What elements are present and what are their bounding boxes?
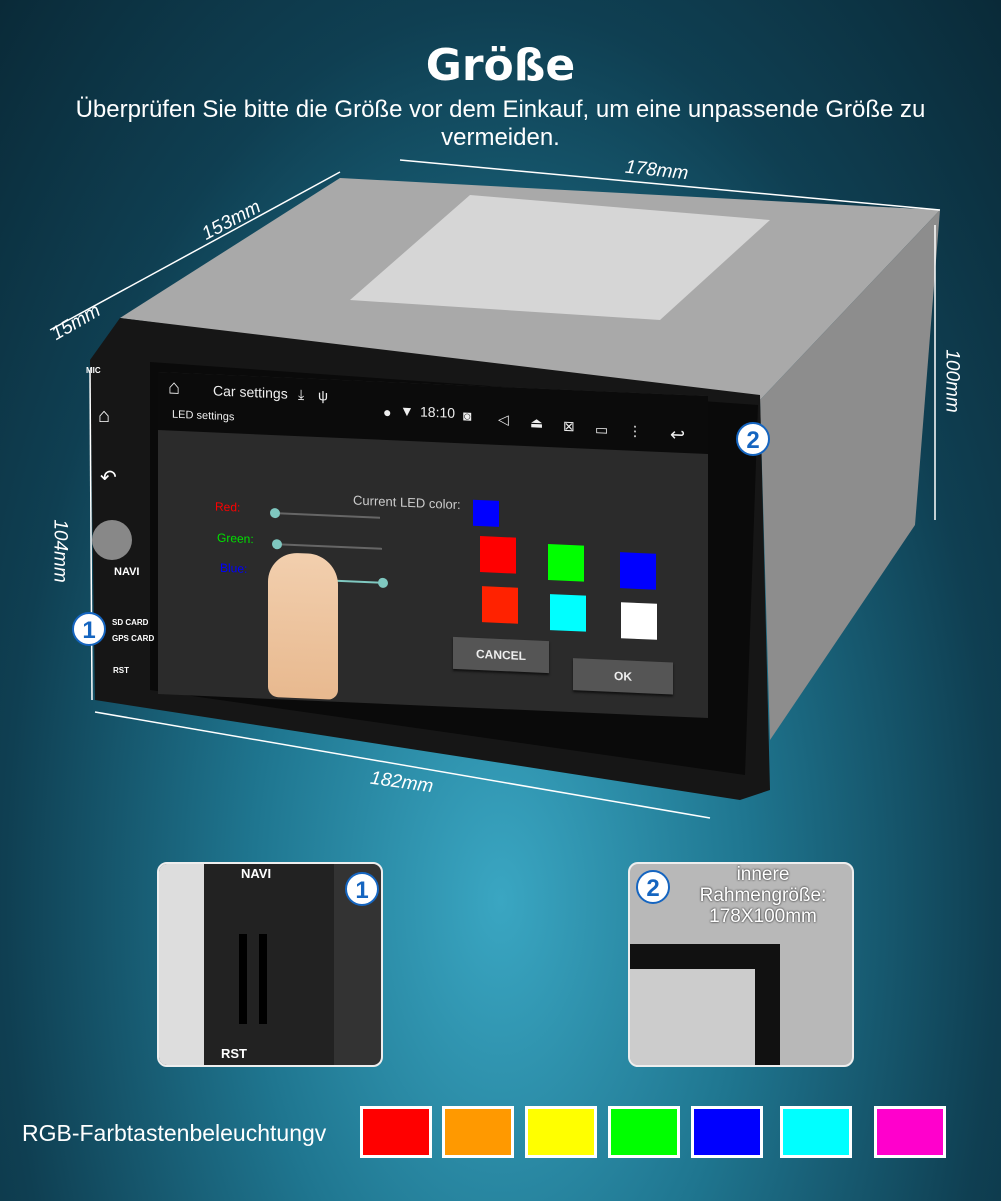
callout-1-badge: 1	[72, 612, 106, 646]
rgb-swatch-magenta	[874, 1106, 946, 1158]
rgb-swatch-red	[360, 1106, 432, 1158]
dim-height-front: 104mm	[49, 519, 71, 583]
blue-label: Blue:	[220, 560, 248, 576]
home-button[interactable]: ⌂	[98, 405, 111, 427]
camera-icon[interactable]: ◙	[463, 407, 472, 424]
green-label: Green:	[217, 530, 254, 547]
inset-2-badge: 2	[636, 870, 670, 904]
clock: 18:10	[420, 403, 456, 421]
page-heading: LED settings	[172, 408, 235, 424]
volume-icon[interactable]: ◁	[498, 410, 509, 428]
recent-apps-icon[interactable]: ▭	[595, 421, 609, 438]
inset-frame-text: innere Rahmengröße: 178X100mm	[699, 864, 827, 927]
rgb-swatch-yellow	[525, 1106, 597, 1158]
usb-icon: ψ	[318, 386, 328, 404]
green-slider-knob[interactable]	[272, 538, 282, 550]
callout-2-badge: 2	[736, 422, 770, 456]
green-slider[interactable]	[272, 538, 382, 550]
page-subtitle: Überprüfen Sie bitte die Größe vor dem E…	[75, 96, 926, 151]
page-title: Größe	[425, 40, 576, 91]
current-led-label: Current LED color:	[353, 492, 461, 513]
dim-height-side: 100mm	[941, 349, 963, 413]
rgb-swatch-orange	[442, 1106, 514, 1158]
ok-button[interactable]: OK	[573, 658, 673, 695]
sd-card-label: SD CARD	[112, 618, 149, 627]
location-icon: ●	[383, 403, 392, 421]
home-icon[interactable]: ⌂	[168, 376, 181, 399]
navi-button[interactable]: NAVI	[114, 566, 140, 578]
color-swatch-red[interactable]	[480, 536, 516, 574]
color-swatch-blue[interactable]	[620, 552, 656, 590]
pointing-hand	[268, 551, 338, 700]
color-swatch-green[interactable]	[548, 544, 584, 582]
rgb-swatch-cyan	[780, 1106, 852, 1158]
download-icon: ⤓	[298, 386, 305, 403]
red-slider[interactable]	[270, 507, 380, 519]
close-screen-icon[interactable]: ⊠	[563, 417, 575, 435]
current-led-swatch	[473, 499, 499, 527]
inset-navi-label: NAVI	[241, 866, 272, 881]
gps-card-label: GPS CARD	[112, 634, 155, 643]
mic-label: MIC	[86, 366, 101, 375]
red-slider-knob[interactable]	[270, 507, 280, 519]
rgb-swatch-blue	[691, 1106, 763, 1158]
color-swatch-cyan[interactable]	[550, 594, 586, 632]
inset-sd-slot: NAVI RST 1	[157, 862, 383, 1067]
color-swatch-white[interactable]	[621, 602, 657, 640]
app-title: Car settings	[213, 382, 288, 402]
rst-label: RST	[113, 666, 129, 675]
red-label: Red:	[215, 499, 241, 515]
screen: ⌂ Car settings ⤓ ψ LED settings ● ▼ 18:1…	[158, 372, 708, 719]
back-icon[interactable]: ↩	[670, 424, 686, 446]
blue-slider-knob[interactable]	[378, 577, 388, 589]
inset-rst-label: RST	[221, 1046, 247, 1061]
back-button[interactable]: ↶	[100, 467, 117, 489]
inset-frame: 2 innere Rahmengröße: 178X100mm	[628, 862, 854, 1067]
rgb-swatch-green	[608, 1106, 680, 1158]
color-swatch-orange-red[interactable]	[482, 586, 518, 624]
more-icon[interactable]: ⋮	[628, 422, 642, 440]
wifi-icon: ▼	[400, 402, 414, 420]
cancel-button[interactable]: CANCEL	[453, 636, 549, 674]
inset-1-badge: 1	[345, 872, 379, 906]
rgb-label: RGB-Farbtastenbeleuchtungv	[22, 1120, 327, 1146]
eject-icon[interactable]: ⏏	[530, 414, 544, 431]
